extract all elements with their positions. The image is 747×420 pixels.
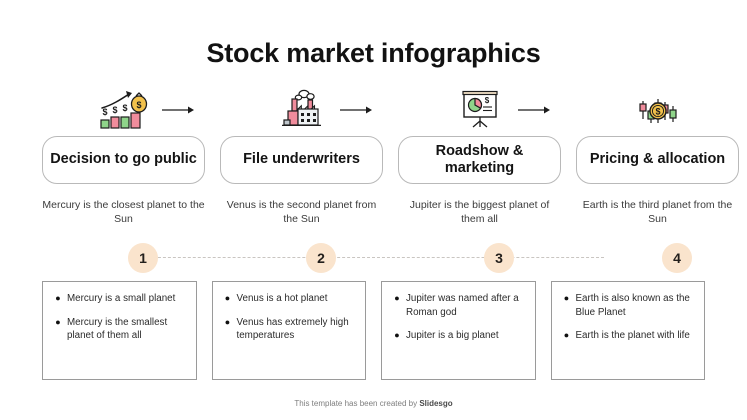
- factory-icon: [274, 86, 330, 132]
- step-heading-4: Pricing & allocation: [576, 136, 739, 184]
- page-title: Stock market infographics: [206, 38, 541, 68]
- step-description-3: Jupiter is the biggest planet of them al…: [409, 199, 550, 226]
- step-heading-2: File underwriters: [220, 136, 383, 184]
- bullet-dot-icon: ●: [55, 316, 61, 327]
- timeline-node-4: 4: [662, 243, 692, 273]
- step-description-1: Mercury is the closest planet to the Sun: [42, 199, 205, 226]
- bullet-list-3: ● Jupiter was named after a Roman god ● …: [388, 292, 527, 343]
- step-heading-1: Decision to go public: [42, 136, 205, 184]
- svg-text:$: $: [112, 105, 117, 115]
- list-item: ● Venus has extremely high temperatures: [219, 316, 358, 343]
- list-item: ● Jupiter was named after a Roman god: [388, 292, 527, 319]
- arrow-1-to-2-icon: [161, 103, 195, 117]
- presentation-pie-chart-icon: $: [452, 86, 508, 132]
- list-item: ● Venus is a hot planet: [219, 292, 358, 306]
- bullet-box-3: ● Jupiter was named after a Roman god ● …: [381, 281, 536, 380]
- bullet-text: Jupiter is a big planet: [406, 330, 499, 342]
- timeline-node-2: 2: [306, 243, 336, 273]
- bullet-list-4: ● Earth is also known as the Blue Planet…: [558, 292, 697, 343]
- svg-text:$: $: [484, 96, 489, 105]
- bullet-text: Mercury is the smallest planet of them a…: [67, 316, 168, 342]
- bullet-boxes: ● Mercury is a small planet ● Mercury is…: [42, 281, 705, 380]
- step-column-3: $ Roadshow & marketing Jupiter is the bi…: [398, 86, 561, 227]
- svg-text:$: $: [122, 103, 127, 113]
- svg-text:$: $: [102, 107, 107, 117]
- svg-text:$: $: [655, 107, 660, 117]
- step-column-4: $ Pricing & allocation Earth is the thir…: [576, 86, 739, 227]
- step-description-2: Venus is the second planet from the Sun: [226, 199, 377, 226]
- bullet-text: Earth is the planet with life: [575, 330, 690, 342]
- bullet-dot-icon: ●: [55, 293, 61, 303]
- footer-prefix: This template has been created by: [294, 399, 420, 408]
- svg-text:$: $: [136, 100, 141, 110]
- bullet-dot-icon: ●: [563, 330, 570, 341]
- bullet-box-4: ● Earth is also known as the Blue Planet…: [550, 281, 705, 380]
- bar-chart-money-bag-icon: $ $ $ $: [96, 86, 152, 132]
- bullet-dot-icon: ●: [563, 293, 570, 303]
- bullet-dot-icon: ●: [224, 316, 231, 327]
- list-item: ● Mercury is a small planet: [49, 292, 188, 306]
- step-column-2: File underwriters Venus is the second pl…: [220, 86, 383, 227]
- candlestick-coin-icon: $: [630, 86, 686, 132]
- bullet-box-2: ● Venus is a hot planet ● Venus has extr…: [211, 281, 366, 380]
- bullet-list-2: ● Venus is a hot planet ● Venus has extr…: [219, 292, 358, 343]
- timeline-node-1: 1: [128, 243, 158, 273]
- footer-brand: Slidesgo: [419, 399, 453, 408]
- step-description-4: Earth is the third planet from the Sun: [582, 199, 733, 226]
- bullet-text: Mercury is a small planet: [67, 293, 176, 304]
- list-item: ● Earth is also known as the Blue Planet: [558, 292, 697, 319]
- timeline-dashed-line: [143, 257, 604, 258]
- bullet-text: Earth is also known as the Blue Planet: [575, 293, 690, 318]
- step-column-1: $ $ $ $ Decision to go public Mercury is…: [42, 86, 205, 227]
- arrow-3-to-4-icon: [517, 103, 551, 117]
- step-timeline: 1 2 3 4: [42, 243, 705, 273]
- list-item: ● Mercury is the smallest planet of them…: [49, 316, 188, 343]
- step-heading-3: Roadshow & marketing: [398, 136, 561, 184]
- list-item: ● Earth is the planet with life: [558, 329, 697, 343]
- step-columns: $ $ $ $ Decision to go public Mercury is…: [42, 86, 739, 227]
- footer-credit: This template has been created by Slides…: [0, 399, 747, 408]
- bullet-dot-icon: ●: [394, 293, 400, 303]
- bullet-text: Jupiter was named after a Roman god: [406, 293, 519, 318]
- timeline-node-3: 3: [484, 243, 514, 273]
- list-item: ● Jupiter is a big planet: [388, 329, 527, 343]
- arrow-2-to-3-icon: [339, 103, 373, 117]
- bullet-dot-icon: ●: [394, 330, 400, 341]
- bullet-list-1: ● Mercury is a small planet ● Mercury is…: [49, 292, 188, 343]
- bullet-dot-icon: ●: [224, 293, 231, 303]
- bullet-box-1: ● Mercury is a small planet ● Mercury is…: [42, 281, 197, 380]
- bullet-text: Venus has extremely high temperatures: [236, 316, 349, 342]
- bullet-text: Venus is a hot planet: [236, 293, 328, 304]
